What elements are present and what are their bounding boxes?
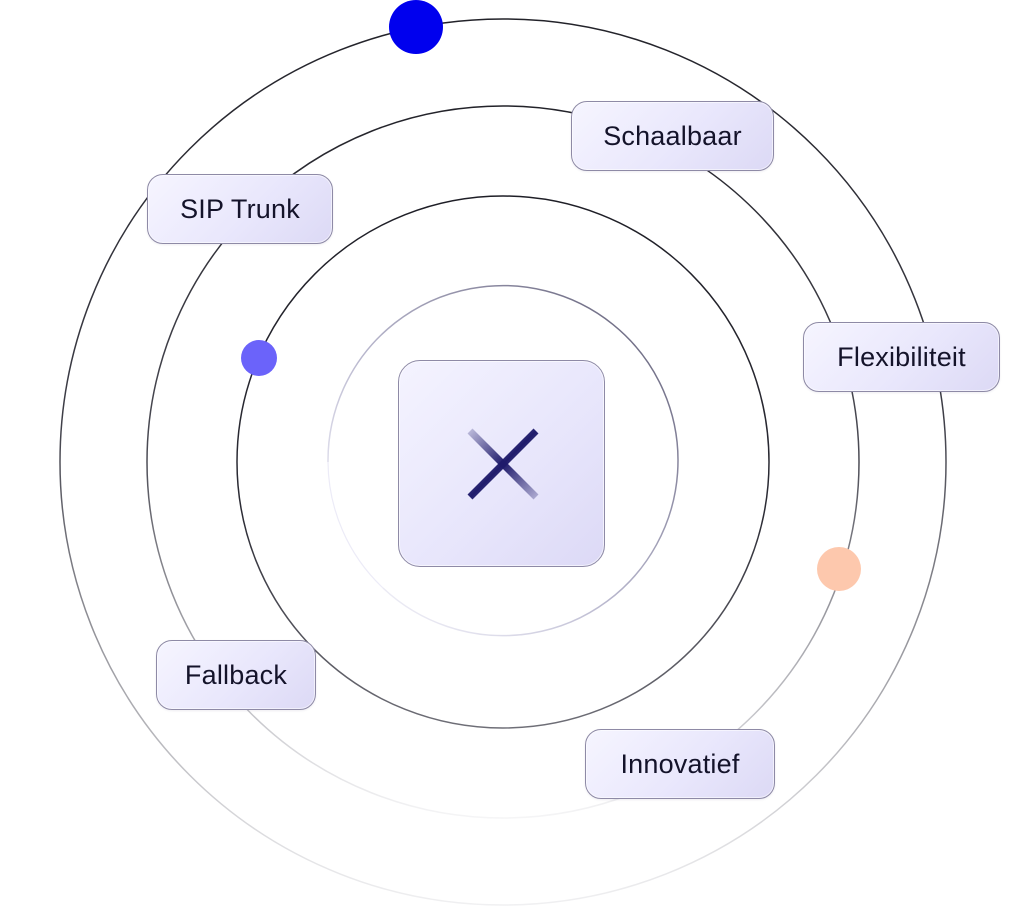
label-innovatief: Innovatief (585, 729, 775, 799)
planet-dot-violet (241, 340, 277, 376)
label-sip-trunk: SIP Trunk (147, 174, 333, 244)
label-schaalbaar-text: Schaalbaar (603, 120, 742, 151)
orbit-ring-core (327, 284, 679, 637)
orbit-ring-middle (146, 105, 860, 819)
asterisk-icon (456, 418, 550, 510)
center-hub (398, 360, 605, 567)
label-fallback-text: Fallback (184, 659, 288, 690)
label-sip-trunk-text: SIP Trunk (180, 193, 300, 224)
label-schaalbaar: Schaalbaar (571, 101, 774, 171)
label-flexibiliteit-text: Flexibiliteit (837, 341, 966, 372)
label-fallback: Fallback (156, 640, 316, 710)
orbit-ring-core-fade (327, 461, 384, 589)
orbit-ring-inner (236, 195, 770, 729)
planet-dot-peach (817, 547, 861, 591)
label-flexibiliteit: Flexibiliteit (803, 322, 1000, 392)
orbit-ring-outer (59, 18, 947, 906)
label-innovatief-text: Innovatief (620, 748, 740, 779)
planet-dot-blue (389, 0, 443, 54)
